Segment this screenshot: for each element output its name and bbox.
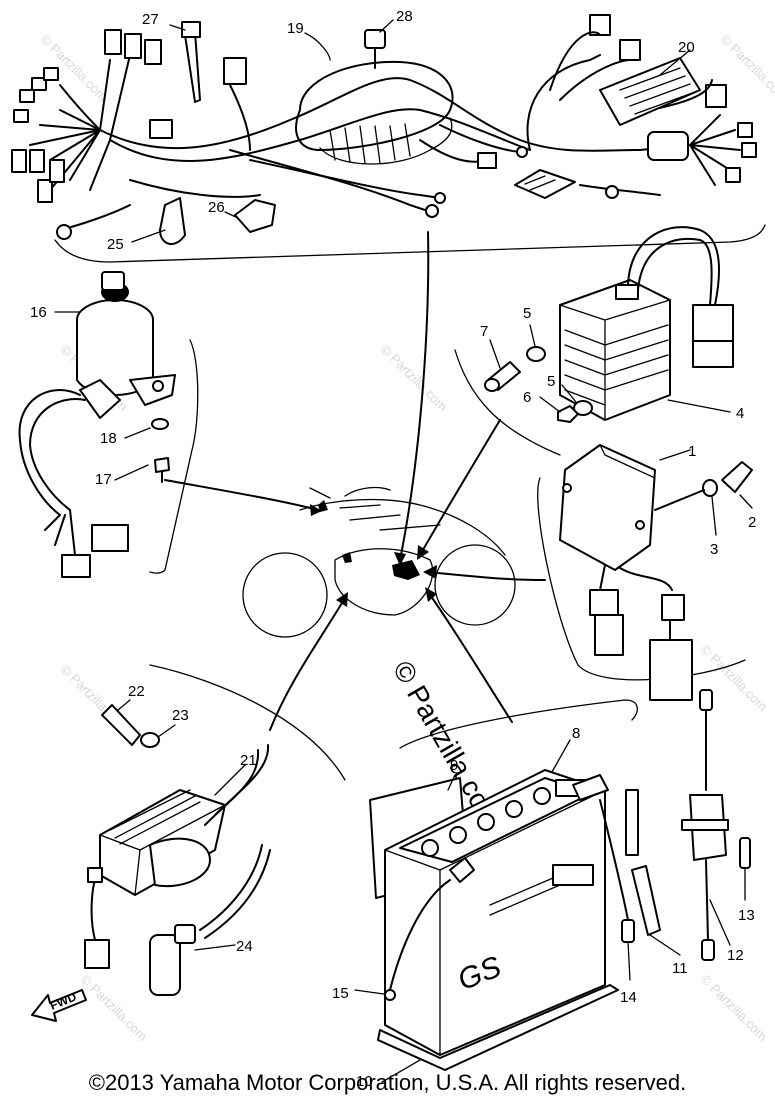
relay-group [423,444,753,701]
part-number-26: 26 [208,199,225,216]
cable-holder [234,199,276,233]
watermark-bottom-right: © Partzilla.com [698,972,771,1045]
part-number-5-lower: 5 [547,373,555,390]
plug-cap [149,934,181,996]
part-number-13: 13 [738,907,755,924]
part-number-9: 9 [450,757,458,774]
part-number-14: 14 [620,989,637,1006]
main-switch-group [18,271,322,578]
part-number-1: 1 [688,443,696,460]
battery-group: GS [369,587,751,1071]
part-number-8: 8 [572,725,580,742]
rectifier-group [454,226,734,456]
fuse [739,837,751,869]
part-numbers: 1 2 3 4 5 5 6 7 8 9 10 11 12 13 14 15 16… [30,8,756,1090]
harness-outline [54,224,766,263]
rectifier-regulator [559,279,671,421]
rectifier-outline [454,349,561,456]
motorcycle-outline [242,486,516,638]
screw [154,457,170,473]
part-number-6: 6 [523,389,531,406]
part-number-21: 21 [240,752,257,769]
connector [477,152,497,169]
ignition-coil-outline [149,664,346,781]
battery-outline [399,699,638,749]
part-number-22: 22 [128,683,145,700]
wire-harness [99,77,641,152]
watermark-bottom-left: © Partzilla.com [78,972,151,1045]
washer [151,418,169,430]
part-number-11: 11 [672,960,688,977]
part-number-24: 24 [236,938,253,955]
part-number-20: 20 [678,39,695,56]
forward-arrow: FWD [31,989,87,1022]
relay-unit [559,444,656,571]
part-number-2: 2 [748,514,756,531]
cable-strap [184,31,201,103]
part-number-15: 15 [332,985,349,1002]
part-number-16: 16 [30,304,47,321]
watermark-mid: © Partzilla.com [378,342,451,415]
label-sticker [599,57,701,126]
part-number-27: 27 [142,11,159,28]
nut [557,405,579,423]
part-number-3: 3 [710,541,718,558]
part-number-25: 25 [107,236,124,253]
main-switch-outline [149,339,199,574]
part-number-18: 18 [100,430,117,447]
ignition-coil-group [84,592,348,996]
washer-3 [702,479,718,497]
callout-leaders [54,19,753,1083]
part-number-10: 10 [356,1073,373,1090]
part-number-28: 28 [396,8,413,25]
part-number-4: 4 [736,405,744,422]
copyright-notice: ©2013 Yamaha Motor Corporation, U.S.A. A… [88,1070,687,1095]
bolt-22 [101,704,141,746]
part-number-12: 12 [727,947,744,964]
part-number-7: 7 [480,323,488,340]
part-number-23: 23 [172,707,189,724]
cable-clamp [159,197,186,245]
part-number-19: 19 [287,20,304,37]
bolt-2 [721,461,753,493]
breather-tube [625,789,639,856]
washer-23 [140,732,160,748]
key [364,29,386,49]
part-number-5-upper: 5 [523,305,531,322]
wire-harness-group [11,14,766,263]
part-number-17: 17 [95,471,112,488]
